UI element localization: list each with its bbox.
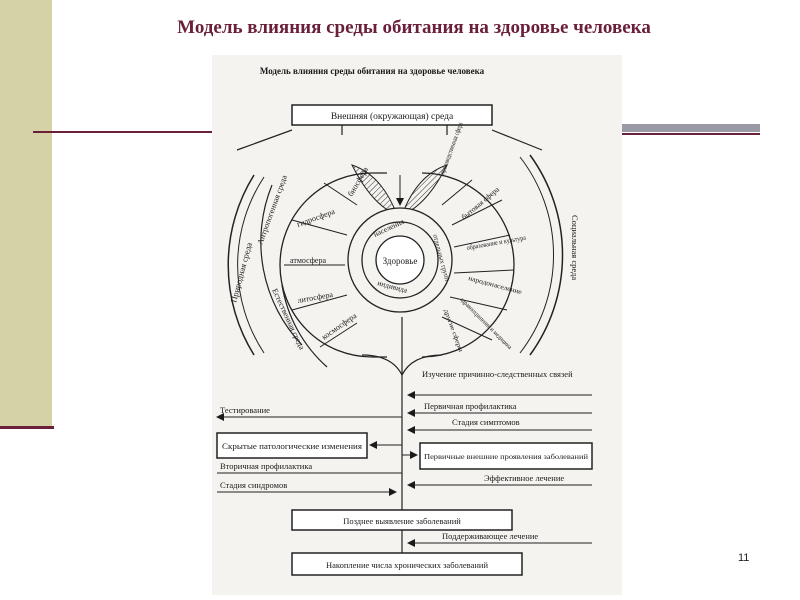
anthropogenic-arc	[260, 184, 303, 346]
title-rule-left	[33, 131, 218, 133]
title-rule-right-grey	[620, 124, 760, 132]
left-wheel	[279, 172, 373, 358]
sector-lithosphere: литосфера	[297, 290, 334, 305]
natural-env-label: Природная среда	[228, 241, 254, 303]
chronic-box	[291, 552, 523, 576]
center-circle	[375, 235, 425, 285]
late-detection-box	[291, 509, 513, 531]
chronic-label: Накопление числа хронических заболеваний	[326, 560, 488, 570]
diagram-header: Модель влияния среды обитания на здоровь…	[260, 66, 485, 76]
diagram-scan: Модель влияния среды обитания на здоровь…	[212, 55, 622, 595]
social-env-label: Социальная среда	[570, 215, 580, 280]
sector-production: производственная сфера	[438, 121, 465, 176]
sector-education: образование и культура	[466, 234, 527, 252]
left-dividers	[284, 182, 358, 348]
social-env-arc	[529, 154, 564, 356]
primary-manifestations-label: Первичные внешние проявления заболеваний	[424, 452, 588, 461]
sidebar-rule	[0, 426, 54, 429]
title-rule-right	[620, 133, 760, 135]
right-wheel	[421, 172, 515, 358]
testing-label: Тестирование	[220, 405, 270, 415]
primary-prevention-label: Первичная профилактика	[424, 401, 517, 411]
symptom-stage-label: Стадия симптомов	[452, 417, 520, 427]
primary-manifestations-box	[419, 442, 593, 470]
secondary-prevention-label: Вторичная профилактика	[220, 461, 312, 471]
effective-treatment-label: Эффективное лечение	[484, 473, 564, 483]
natural-env-arc-inner	[237, 176, 265, 354]
anthropogenic-env-label: Антропогенная среда	[255, 174, 289, 246]
sidebar-strip	[0, 0, 52, 428]
natural-env-arc	[227, 174, 255, 356]
hidden-changes-label: Скрытые патологические изменения	[222, 442, 362, 451]
center-label: Здоровье	[383, 256, 418, 266]
right-dividers	[441, 179, 515, 341]
sector-population: народонаселение	[467, 274, 522, 296]
top-box	[291, 104, 493, 126]
syndrome-stage-label: Стадия синдромов	[220, 480, 287, 490]
sector-other: другие сферы	[442, 308, 464, 353]
top-branch	[236, 129, 543, 151]
late-detection-label: Позднее выявление заболеваний	[343, 516, 461, 526]
sector-atmosphere: атмосфера	[290, 256, 326, 265]
study-label: Изучение причинно-следственных связей	[422, 369, 573, 379]
social-env-arc-inner	[519, 156, 554, 354]
top-box-label: Внешняя (окружающая) среда	[331, 111, 454, 122]
sector-hydrosphere: гидросфера	[296, 207, 337, 229]
supportive-treatment-label: Поддерживающее лечение	[442, 531, 538, 541]
hidden-changes-box	[216, 432, 368, 459]
natural-base-arc	[281, 284, 328, 368]
page-number: 11	[738, 552, 750, 564]
diagram-svg: Модель влияния среды обитания на здоровь…	[216, 66, 593, 576]
slide-title: Модель влияния среды обитания на здоровь…	[177, 17, 651, 38]
